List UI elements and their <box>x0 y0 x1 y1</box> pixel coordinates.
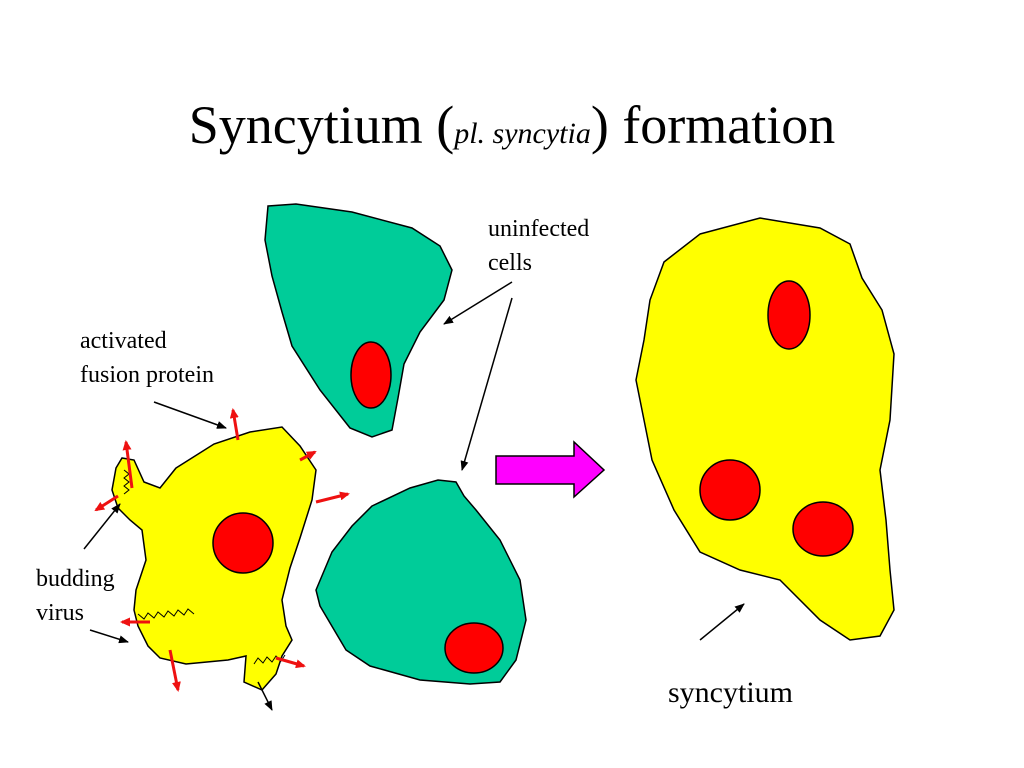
label-activated-fusion-protein: activated fusion protein <box>80 324 214 392</box>
arrow-uninfected-bottom <box>460 297 513 471</box>
transition-arrow[interactable] <box>495 440 606 499</box>
arrow-budding-bottom <box>89 629 129 644</box>
pointer-arrows <box>83 281 745 711</box>
arrow-uninfected-top <box>443 281 513 325</box>
nucleus-syncytium-top <box>767 280 811 350</box>
nucleus-syncytium-right <box>792 501 854 557</box>
title-suffix: ) formation <box>590 95 836 155</box>
label-activated-line1: activated <box>80 328 167 354</box>
label-syncytium: syncytium <box>668 676 793 709</box>
nucleus-syncytium-left <box>699 459 761 521</box>
label-activated-line2: fusion protein <box>80 362 214 388</box>
label-budding-line1: budding <box>36 566 115 592</box>
title-prefix: Syncytium ( <box>188 95 455 155</box>
label-uninfected-line1: uninfected <box>488 216 590 242</box>
arrow-budding-top <box>83 503 121 550</box>
fusion-protein-arrows <box>94 408 350 692</box>
nucleus-top-green <box>350 341 392 409</box>
label-uninfected-line2: cells <box>488 250 532 276</box>
page-title: Syncytium (pl. syncytia) formation <box>0 98 1024 152</box>
arrow-syncytium <box>699 603 745 641</box>
title-plural-italic: pl. syncytia <box>454 117 591 150</box>
arrow-activated <box>153 401 227 429</box>
label-budding-line2: virus <box>36 600 84 626</box>
syncytium-cell <box>635 217 895 641</box>
label-uninfected-cells: uninfected cells <box>488 212 589 280</box>
infected-cell <box>111 426 317 691</box>
arrow-budding-bottom-right <box>257 681 273 711</box>
nucleus-bottom-green <box>444 622 504 674</box>
nucleus-infected <box>212 512 274 574</box>
label-budding-virus: budding virus <box>36 562 115 630</box>
uninfected-cell-top <box>264 203 453 438</box>
